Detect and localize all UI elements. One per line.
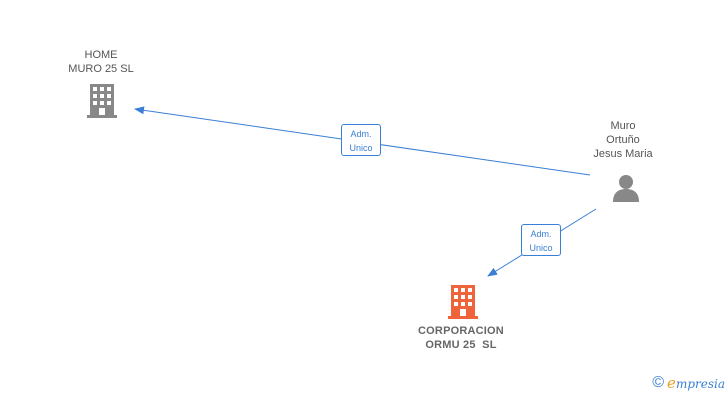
brand-rest: mpresia (675, 376, 725, 391)
edge-role-line-1: Adm. (530, 229, 552, 239)
edge-role-line-2: Unico (529, 243, 553, 253)
company-name-line-1: HOME (84, 49, 118, 61)
edge-role-line-2: Unico (349, 143, 373, 153)
company-name-line-2: ORMU 25 SL (425, 339, 497, 351)
person-icon (613, 175, 639, 202)
building-icon (448, 285, 478, 319)
brand-initial: e (667, 373, 676, 392)
footer-branding: © empresia (652, 374, 725, 392)
building-icon (87, 84, 117, 118)
copyright-icon: © (652, 374, 665, 391)
company-label-corporacion[interactable]: CORPORACION ORMU 25 SL (405, 324, 517, 352)
person-label[interactable]: Muro Ortuño Jesus Maria (578, 119, 668, 161)
edge-label-home: Adm. Unico (341, 124, 381, 156)
person-name-line-1: Muro (610, 120, 636, 132)
edge-label-corporacion: Adm. Unico (521, 224, 561, 256)
person-name-line-2: Ortuño (606, 134, 640, 146)
brand-logo[interactable]: empresia (667, 374, 725, 393)
company-name-line-2: MURO 25 SL (68, 63, 134, 75)
person-name-line-3: Jesus Maria (593, 148, 653, 160)
company-name-line-1: CORPORACION (418, 325, 504, 337)
edge-role-line-1: Adm. (350, 129, 372, 139)
company-label-home[interactable]: HOME MURO 25 SL (60, 48, 142, 76)
